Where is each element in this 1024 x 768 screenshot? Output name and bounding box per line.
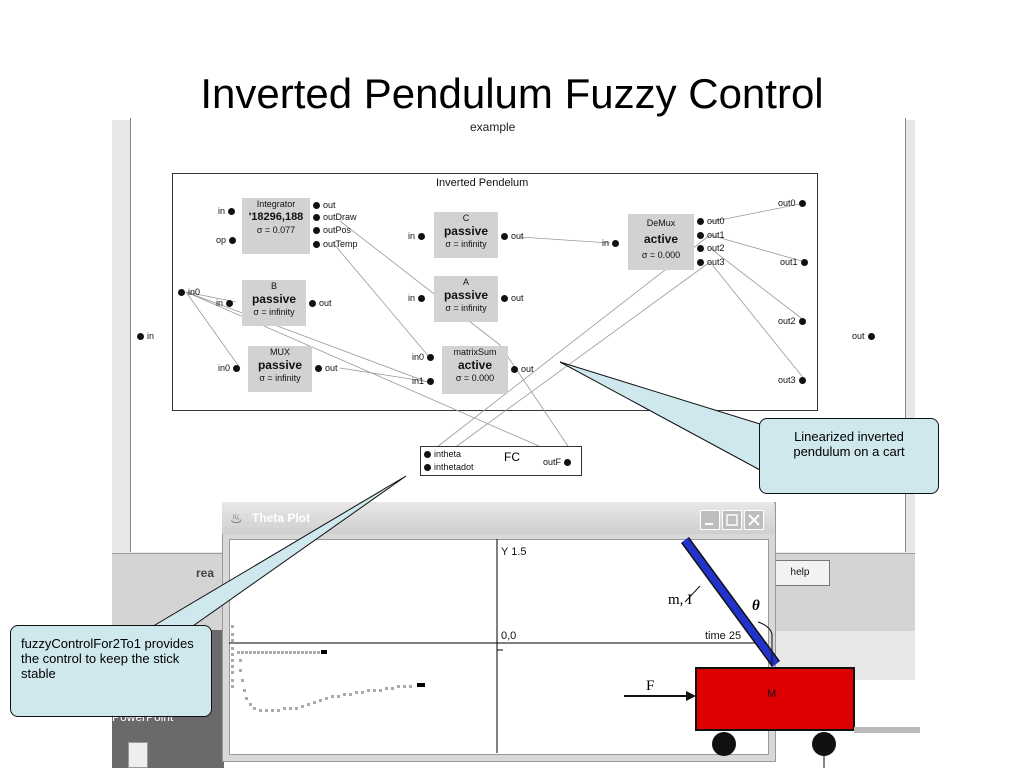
canvas-label: example [470, 120, 516, 134]
port-dot-icon [798, 377, 806, 385]
b-model[interactable]: B passive σ = infinity [242, 280, 306, 326]
plot-area [229, 539, 769, 755]
port-dot-icon [501, 295, 508, 303]
c-out-port[interactable]: out [498, 231, 524, 241]
slide-title: Inverted Pendulum Fuzzy Control [200, 70, 824, 117]
port-dot-icon [424, 464, 431, 472]
coupled-in0-port[interactable]: in0 [175, 287, 200, 297]
port-dot-icon [867, 333, 875, 341]
port-dot-icon [427, 378, 435, 386]
port-dot-icon [228, 208, 236, 216]
port-dot-icon [612, 240, 620, 248]
a-out-port[interactable]: out [498, 293, 524, 303]
cart-mass-label: M [767, 688, 777, 700]
port-dot-icon [427, 354, 435, 362]
port-dot-icon [697, 245, 704, 253]
fc-outf-port[interactable]: outF [543, 457, 574, 467]
demux-out0-port[interactable]: out0 [694, 216, 725, 226]
plot-y-label: Y 1.5 [501, 546, 527, 558]
fc-inthetadot-port[interactable]: inthetadot [421, 462, 474, 472]
coupled-out0-port[interactable]: out0 [778, 198, 809, 208]
port-dot-icon [313, 214, 320, 222]
a-model[interactable]: A passive σ = infinity [434, 276, 498, 322]
port-dot-icon [697, 218, 704, 226]
integrator-out-port[interactable]: out [310, 200, 336, 210]
port-dot-icon [137, 333, 144, 341]
a-in-port[interactable]: in [408, 293, 428, 303]
fc-label: FC [504, 450, 520, 464]
integrator-op-port[interactable]: op [216, 235, 239, 245]
demux-out2-port[interactable]: out2 [694, 243, 725, 253]
port-dot-icon [424, 451, 431, 459]
minimize-button[interactable] [700, 510, 720, 530]
maximize-button[interactable] [722, 510, 742, 530]
port-dot-icon [313, 202, 320, 210]
plot-canvas [229, 539, 767, 753]
integrator-in-port[interactable]: in [218, 206, 238, 216]
port-dot-icon [229, 237, 237, 245]
port-dot-icon [233, 365, 241, 373]
fc-model[interactable] [420, 446, 582, 476]
matrixsum-in0-port[interactable]: in0 [412, 352, 437, 362]
port-dot-icon [800, 259, 808, 267]
java-icon: ♨ [230, 510, 243, 526]
c-in-port[interactable]: in [408, 231, 428, 241]
demux-out3-port[interactable]: out3 [694, 257, 725, 267]
rod-label: m, I [668, 592, 693, 608]
integrator-outdraw-port[interactable]: outDraw [310, 212, 357, 222]
port-dot-icon [226, 300, 234, 308]
port-dot-icon [418, 233, 426, 241]
ready-button-label[interactable]: rea [196, 566, 215, 580]
plot-titlebar[interactable] [222, 502, 774, 534]
mux-model[interactable]: MUX passive σ = infinity [248, 346, 312, 392]
canvas-in-port[interactable]: in [134, 331, 154, 341]
coupled-model-title: Inverted Pendelum [436, 177, 529, 189]
fc-intheta-port[interactable]: intheta [421, 449, 461, 459]
integrator-outtemp-port[interactable]: outTemp [310, 239, 358, 249]
port-dot-icon [315, 365, 322, 373]
b-out-port[interactable]: out [306, 298, 332, 308]
integrator-outpos-port[interactable]: outPos [310, 225, 351, 235]
close-button[interactable] [744, 510, 764, 530]
canvas-out-port[interactable]: out [852, 331, 878, 341]
b-in-port[interactable]: in [216, 298, 236, 308]
plot-time-label: time 25 [705, 630, 742, 642]
help-button[interactable]: help [770, 560, 830, 586]
port-dot-icon [418, 295, 426, 303]
port-dot-icon [501, 233, 508, 241]
matrixsum-out-port[interactable]: out [508, 364, 534, 374]
matrixsum-in1-port[interactable]: in1 [412, 376, 437, 386]
demux-model[interactable]: DeMux active σ = 0.000 [628, 214, 694, 270]
matrixsum-model[interactable]: matrixSum active σ = 0.000 [442, 346, 508, 394]
demux-in-port[interactable]: in [602, 238, 622, 248]
mux-out-port[interactable]: out [312, 363, 338, 373]
demux-out1-port[interactable]: out1 [694, 230, 725, 240]
plot-window-title: Theta Plot [252, 511, 311, 525]
plot-origin-label: 0,0 [501, 630, 517, 642]
port-dot-icon [313, 241, 320, 249]
coupled-out3-port[interactable]: out3 [778, 375, 809, 385]
force-label: F [646, 678, 655, 694]
theta-label: θ [752, 598, 760, 614]
callout-fuzzy-control: fuzzyControlFor2To1 provides the control… [10, 625, 212, 717]
port-dot-icon [313, 227, 320, 235]
port-dot-icon [511, 366, 518, 374]
coupled-out1-port[interactable]: out1 [780, 257, 811, 267]
port-dot-icon [697, 232, 704, 240]
mux-in0-port[interactable]: in0 [218, 363, 243, 373]
port-dot-icon [697, 259, 704, 267]
c-model[interactable]: C passive σ = infinity [434, 212, 498, 258]
port-dot-icon [798, 200, 806, 208]
pendulum-illustration [624, 537, 920, 768]
port-dot-icon [564, 459, 572, 467]
callout-linearized: Linearized inverted pendulum on a cart [759, 418, 939, 494]
port-dot-icon [309, 300, 316, 308]
port-dot-icon [178, 289, 185, 297]
coupled-out2-port[interactable]: out2 [778, 316, 809, 326]
integrator-model[interactable]: Integrator '18296,188 σ = 0.077 [242, 198, 310, 254]
port-dot-icon [798, 318, 806, 326]
